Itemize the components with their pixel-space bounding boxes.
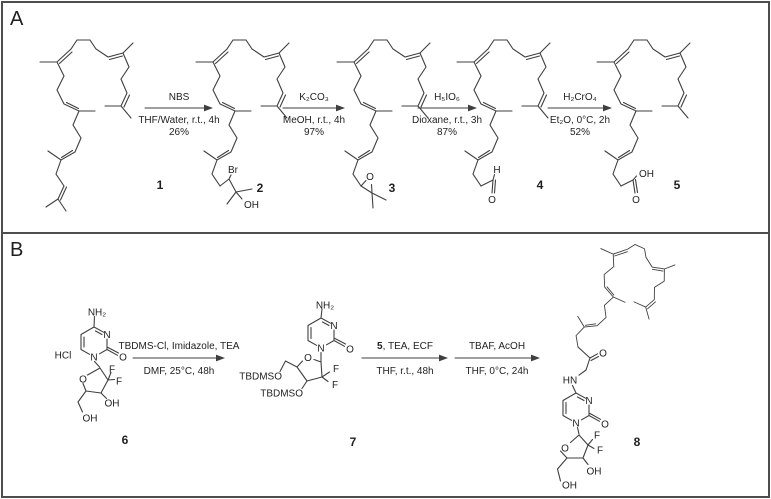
atom-label-f2: F bbox=[332, 380, 338, 391]
compound-8-structure: O HN N N O O F F OH OH bbox=[556, 232, 677, 492]
step-3-conditions: H₅IO₆ Dioxane, r.t., 3h 87% bbox=[377, 92, 517, 139]
reaction-arrow-1 bbox=[144, 104, 213, 112]
atom-label-n1: N bbox=[572, 419, 579, 430]
atom-label-h: H bbox=[493, 165, 500, 176]
bond-lines bbox=[219, 174, 253, 205]
bond-lines bbox=[279, 308, 347, 390]
atom-label-oh: OH bbox=[244, 200, 259, 211]
atom-label-f2: F bbox=[116, 377, 122, 388]
reaction-arrow-6 bbox=[361, 354, 448, 362]
reaction-arrow-7 bbox=[454, 354, 540, 362]
step-1-conditions: NBS THF/Water, r.t., 4h 26% bbox=[109, 92, 249, 139]
compound-2-number: 2 bbox=[256, 181, 264, 195]
compound-3-structure: O bbox=[336, 39, 431, 209]
step-4-conditions: H₂CrO₄ Et₂O, 0°C, 2h 52% bbox=[510, 92, 650, 139]
reagent-line: 5, TEA, ECF bbox=[377, 341, 433, 352]
atom-label-br: Br bbox=[228, 165, 239, 176]
conditions-line: Et₂O, 0°C, 2h bbox=[549, 115, 611, 126]
yield-line: 97% bbox=[303, 127, 324, 138]
compound-4-number: 4 bbox=[536, 178, 544, 192]
compound-6-number: 6 bbox=[121, 433, 129, 447]
atom-label-oh: OH bbox=[639, 169, 654, 180]
bond-lines bbox=[45, 185, 68, 212]
compound-6-structure: HCl NH₂ N N O O F F OH OH bbox=[55, 308, 127, 425]
reaction-arrow-3 bbox=[417, 104, 477, 112]
panel-divider bbox=[2, 232, 769, 234]
atom-label-n3: N bbox=[330, 321, 337, 332]
atom-label-oh5: OH bbox=[83, 414, 98, 425]
atom-label-o4: O bbox=[304, 353, 312, 364]
atom-label-f2: F bbox=[597, 446, 603, 457]
compound-4-structure: H O bbox=[456, 39, 551, 206]
compound-5-structure: OH O bbox=[596, 39, 691, 206]
atom-label-otbdms5: TBDMSO bbox=[239, 372, 282, 383]
conditions-line: THF, r.t., 48h bbox=[376, 366, 434, 377]
step-5-conditions: TBDMS-Cl, Imidazole, TEA DMF, 25°C, 48h bbox=[99, 341, 259, 378]
atom-label-otbdms3: TBDMSO bbox=[260, 389, 303, 400]
atom-label-o: O bbox=[632, 195, 640, 206]
reagent-line: TBDMS-Cl, Imidazole, TEA bbox=[118, 341, 240, 352]
compound-3-number: 3 bbox=[388, 181, 396, 195]
conditions-line: THF/Water, r.t., 4h bbox=[138, 115, 220, 126]
conditions-line: THF, 0°C, 24h bbox=[465, 366, 529, 377]
atom-label-o2: O bbox=[119, 353, 127, 364]
yield-line: 52% bbox=[569, 127, 590, 138]
reagent-line: NBS bbox=[168, 92, 190, 103]
yield-line: 87% bbox=[436, 127, 457, 138]
step-6-conditions: 5, TEA, ECF THF, r.t., 48h bbox=[335, 341, 475, 378]
atom-label-n1: N bbox=[90, 353, 97, 364]
compound-5-reference: 5 bbox=[377, 341, 383, 352]
reagent-line: H₅IO₆ bbox=[434, 92, 460, 103]
bond-lines bbox=[620, 175, 639, 194]
atom-label-epoxide-o: O bbox=[366, 172, 374, 183]
atom-label-o4: O bbox=[79, 375, 87, 386]
reaction-arrow-4 bbox=[547, 104, 612, 112]
yield-line: 26% bbox=[168, 127, 189, 138]
atom-label-o2: O bbox=[601, 420, 609, 431]
panel-b-label: B bbox=[10, 239, 24, 261]
atom-label-n3: N bbox=[103, 330, 110, 341]
atom-label-ketone-o: O bbox=[599, 349, 607, 360]
step-2-conditions: K₂CO₃ MeOH, r.t., 4h 97% bbox=[244, 92, 384, 139]
conditions-line: DMF, 25°C, 48h bbox=[143, 366, 215, 377]
atom-label-f1: F bbox=[594, 431, 600, 442]
step-7-conditions: TBAF, AcOH THF, 0°C, 24h bbox=[427, 341, 567, 378]
bond-lines bbox=[360, 179, 387, 209]
compound-1-structure bbox=[39, 39, 134, 212]
atom-label-nh2: NH₂ bbox=[88, 308, 106, 319]
bond-lines bbox=[480, 173, 497, 194]
reagent-line: K₂CO₃ bbox=[299, 92, 329, 103]
atom-label-o4: O bbox=[561, 444, 569, 455]
reagent-line: TBAF, AcOH bbox=[468, 341, 526, 352]
compound-7-structure: NH₂ N N O O F F TBDMSO TBDMSO bbox=[239, 301, 354, 400]
compound-5-number: 5 bbox=[673, 178, 681, 192]
atom-label-hcl: HCl bbox=[55, 351, 72, 362]
bond-lines bbox=[77, 315, 120, 413]
conditions-line: MeOH, r.t., 4h bbox=[282, 115, 346, 126]
reagent-line: H₂CrO₄ bbox=[563, 92, 597, 103]
atom-label-nh2: NH₂ bbox=[316, 301, 334, 312]
compound-1-number: 1 bbox=[156, 178, 164, 192]
atom-label-f1: F bbox=[109, 365, 115, 376]
atom-label-oh3: OH bbox=[105, 399, 120, 410]
atom-label-f1: F bbox=[333, 364, 339, 375]
conditions-line: Dioxane, r.t., 3h bbox=[411, 115, 483, 126]
atom-label-o2: O bbox=[346, 345, 354, 356]
compound-8-number: 8 bbox=[633, 435, 641, 449]
compound-2-structure: Br OH bbox=[195, 39, 290, 211]
compound-7-number: 7 bbox=[349, 435, 357, 449]
atom-label-hn: HN bbox=[563, 376, 577, 387]
panel-a-label: A bbox=[10, 8, 24, 30]
atom-label-o: O bbox=[488, 195, 496, 206]
atom-label-oh3: OH bbox=[587, 467, 602, 478]
atom-label-n3: N bbox=[585, 396, 592, 407]
reaction-arrow-2 bbox=[282, 104, 345, 112]
bond-lines bbox=[556, 346, 602, 482]
reaction-arrow-5 bbox=[132, 354, 225, 362]
atom-label-n1: N bbox=[317, 344, 324, 355]
atom-label-oh5: OH bbox=[562, 481, 577, 492]
